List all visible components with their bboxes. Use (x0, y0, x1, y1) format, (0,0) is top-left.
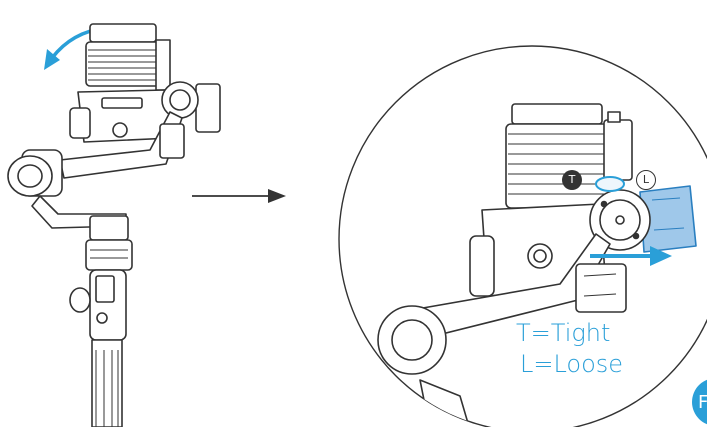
legend-loose: L=Loose (520, 350, 624, 378)
page-marker-letter: F (698, 392, 707, 413)
loose-marker: L (636, 170, 656, 190)
transition-arrow-icon (192, 189, 286, 203)
zoom-detail-circle (338, 45, 707, 427)
locking-knob-icon (595, 176, 625, 192)
slide-direction-arrow-icon (590, 246, 672, 266)
page-marker-badge (692, 379, 707, 425)
legend-tight: T=Tight (516, 319, 611, 347)
tight-marker: T (562, 170, 582, 190)
full-gimbal-illustration (7, 23, 221, 427)
